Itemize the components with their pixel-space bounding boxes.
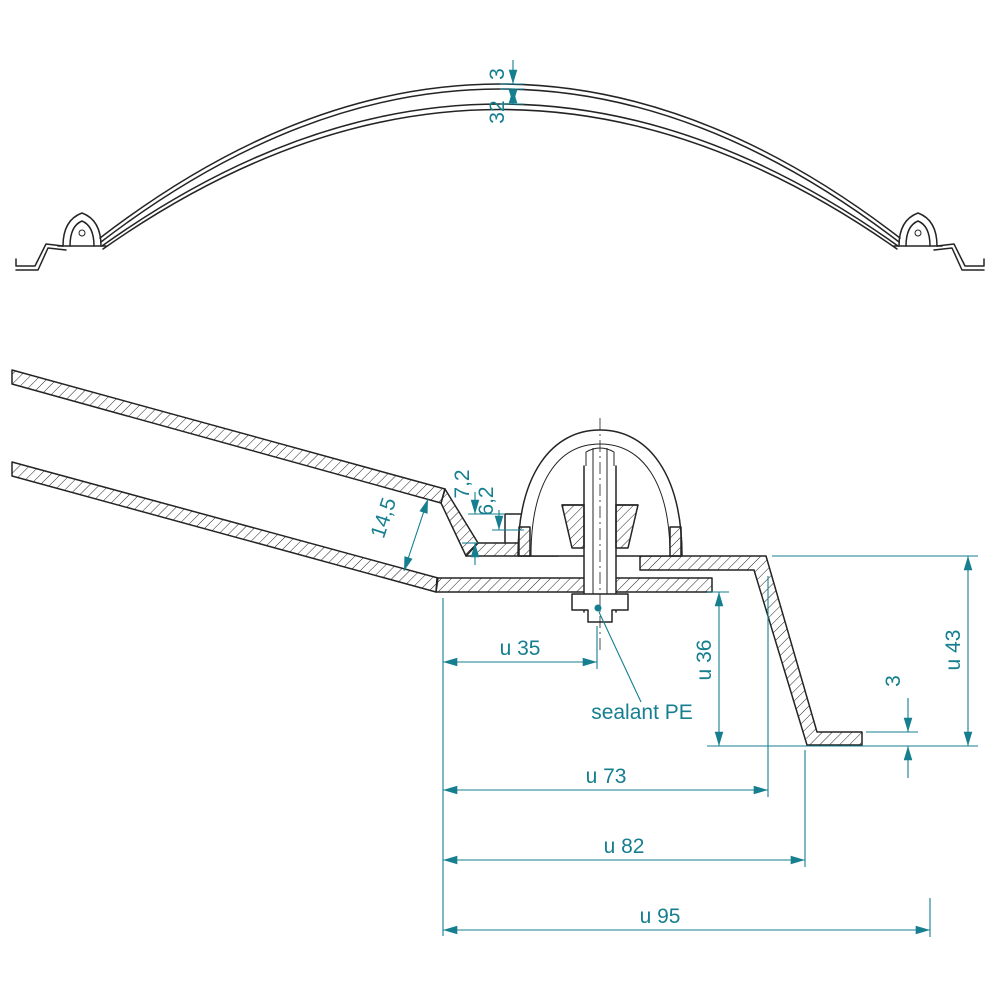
dim-panel-gap-group: 14,5 (367, 495, 429, 572)
dim-u73-group: u 73 (443, 576, 769, 797)
dim-label-u43: u 43 (942, 630, 965, 671)
dim-u43-group: u 43 (772, 555, 978, 746)
left-clamp-bracket-outer (15, 243, 64, 267)
dim-u95-group: u 95 (443, 898, 931, 937)
base-strip (435, 577, 713, 593)
left-clamp-cap-outer (62, 212, 102, 247)
dim-label-u95: u 95 (640, 905, 681, 928)
left-clamp-bolt (78, 229, 86, 237)
lower-sheet-inner-arc (102, 108, 898, 250)
dim-step-a-group: 7,2 (451, 469, 505, 565)
fastener-stem (561, 418, 639, 650)
dim-label-apex-gap: 32 (486, 100, 509, 123)
sealant-point (594, 604, 602, 612)
dim-u82-group: u 82 (443, 750, 806, 867)
sealant-leader-line (598, 611, 642, 703)
arc-lower-sheet (101, 103, 899, 250)
lower-sheet-outer-arc (101, 103, 899, 247)
dome-arc-view: 3 32 (15, 60, 985, 271)
sealant-callout: sealant PE (591, 604, 693, 724)
right-end-clamp (893, 212, 985, 271)
edge-detail-view: 7,2 6,2 14,5 sealant PE u 35 (11, 369, 978, 937)
left-end-clamp (15, 212, 107, 271)
dim-label-u35: u 35 (500, 637, 541, 660)
cap-skirt-section-right (669, 526, 682, 557)
dim-label-u36: u 36 (693, 640, 716, 681)
dim-label-sheet-thickness: 3 (486, 68, 509, 80)
dim-label-panel-gap: 14,5 (367, 495, 402, 541)
right-clamp-bracket-outer (936, 243, 985, 267)
dim-u35-group: u 35 (443, 626, 598, 669)
right-clamp-cap-inner (905, 220, 931, 247)
right-clamp-bolt (914, 229, 922, 237)
mounting-bracket (639, 555, 863, 746)
jaw-section-left (561, 504, 585, 549)
dim-label-u82: u 82 (604, 835, 645, 858)
right-clamp-cap-outer (898, 212, 938, 247)
left-clamp-cap-inner (69, 220, 95, 247)
dim-line-panel-gap (403, 498, 429, 572)
sealant-label: sealant PE (591, 701, 693, 724)
dim-label-foot-thickness: 3 (882, 675, 905, 687)
dim-step-b-group: 6,2 (475, 486, 524, 531)
dim-label-u73: u 73 (586, 765, 627, 788)
dim-label-step-b: 6,2 (475, 486, 498, 515)
jaw-section-right (615, 504, 639, 549)
apex-dimension-group: 3 32 (486, 60, 524, 124)
cap-skirt-section-left (518, 526, 531, 557)
right-clamp-bracket-inner (933, 247, 985, 271)
left-clamp-bracket-inner (15, 247, 67, 271)
dim-label-step-a: 7,2 (451, 469, 474, 498)
dim-foot-thickness-group: 3 (866, 675, 918, 778)
dim-u36-group: u 36 (693, 591, 729, 746)
